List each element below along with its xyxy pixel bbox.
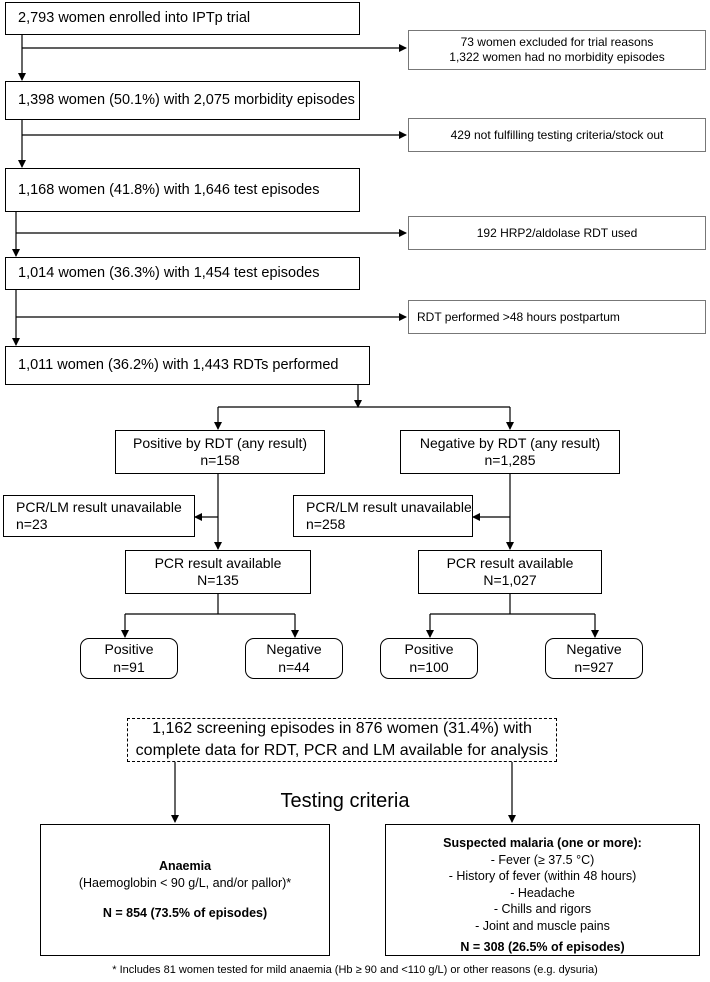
negative-pcr-n: N=1,027	[483, 572, 537, 588]
screening-box: 1,162 screening episodes in 876 women (3…	[127, 718, 557, 762]
positive-rdt-pcr-positive-title: Positive	[104, 641, 154, 657]
positive-pcr-box: PCR result available N=135	[125, 550, 311, 594]
positive-rdt-box: Positive by RDT (any result) n=158	[115, 430, 325, 474]
negative-rdt-title: Negative by RDT (any result)	[419, 434, 601, 451]
morbidity-text: 1,398 women (50.1%) with 2,075 morbidity…	[18, 92, 355, 109]
negative-unavailable-n: n=258	[306, 516, 346, 532]
positive-rdt-n: n=158	[200, 452, 240, 468]
malaria-box: Suspected malaria (one or more): - Fever…	[385, 824, 700, 956]
footnote: * Includes 81 women tested for mild anae…	[112, 964, 598, 976]
malaria-item-fever: - Fever (≥ 37.5 °C)	[490, 852, 595, 867]
test-episodes-box-1: 1,168 women (41.8%) with 1,646 test epis…	[5, 168, 360, 212]
positive-rdt-pcr-positive-box: Positive n=91	[80, 638, 178, 679]
morbidity-box: 1,398 women (50.1%) with 2,075 morbidity…	[5, 81, 360, 120]
not-fulfilling-text: 429 not fulfilling testing criteria/stoc…	[450, 127, 664, 142]
testing-criteria-heading: Testing criteria	[280, 790, 410, 812]
positive-unavailable-n: n=23	[16, 516, 48, 532]
test-episodes-box-2: 1,014 women (36.3%) with 1,454 test epis…	[5, 257, 360, 290]
positive-rdt-pcr-negative-n: n=44	[278, 658, 310, 675]
positive-rdt-pcr-negative-title: Negative	[266, 641, 322, 657]
screening-line-2: complete data for RDT, PCR and LM availa…	[135, 742, 549, 759]
negative-unavailable-box: PCR/LM result unavailable n=258	[293, 495, 473, 537]
enrolled-box: 2,793 women enrolled into IPTp trial	[5, 2, 360, 35]
negative-pcr-title: PCR result available	[446, 554, 574, 571]
negative-rdt-pcr-positive-n: n=100	[409, 658, 449, 675]
positive-unavailable-box: PCR/LM result unavailable n=23	[3, 495, 195, 537]
hrp2-box: 192 HRP2/aldolase RDT used	[408, 216, 706, 250]
postpartum-box: RDT performed >48 hours postpartum	[408, 300, 706, 334]
anaemia-n: N = 854 (73.5% of episodes)	[102, 906, 268, 921]
not-fulfilling-box: 429 not fulfilling testing criteria/stoc…	[408, 118, 706, 152]
positive-rdt-title: Positive by RDT (any result)	[132, 434, 307, 451]
negative-rdt-pcr-positive-box: Positive n=100	[380, 638, 478, 679]
negative-rdt-n: n=1,285	[484, 452, 536, 468]
excluded-text-2: 1,322 women had no morbidity episodes	[449, 50, 665, 64]
positive-rdt-pcr-negative-box: Negative n=44	[245, 638, 343, 679]
postpartum-text: RDT performed >48 hours postpartum	[417, 309, 620, 324]
malaria-item-chills: - Chills and rigors	[493, 902, 592, 916]
excluded-text-1: 73 women excluded for trial reasons	[460, 35, 654, 49]
excluded-box: 73 women excluded for trial reasons 1,32…	[408, 30, 706, 70]
anaemia-box: Anaemia (Haemoglobin < 90 g/L, and/or pa…	[40, 824, 330, 956]
positive-rdt-pcr-positive-n: n=91	[113, 658, 145, 675]
malaria-item-history: - History of fever (within 48 hours)	[448, 869, 637, 883]
rdts-box: 1,011 women (36.2%) with 1,443 RDTs perf…	[5, 346, 370, 385]
negative-rdt-pcr-positive-title: Positive	[404, 641, 454, 657]
positive-pcr-n: N=135	[197, 572, 239, 588]
malaria-item-pains: - Joint and muscle pains	[475, 918, 610, 933]
positive-pcr-title: PCR result available	[154, 554, 282, 571]
negative-rdt-pcr-negative-n: n=927	[574, 658, 614, 675]
rdts-text: 1,011 women (36.2%) with 1,443 RDTs perf…	[18, 357, 339, 374]
negative-rdt-box: Negative by RDT (any result) n=1,285	[400, 430, 620, 474]
negative-rdt-pcr-negative-title: Negative	[566, 641, 622, 657]
malaria-item-headache: - Headache	[510, 885, 575, 900]
enrolled-text: 2,793 women enrolled into IPTp trial	[18, 10, 251, 27]
test-episodes-text-2: 1,014 women (36.3%) with 1,454 test epis…	[18, 265, 320, 282]
anaemia-desc: (Haemoglobin < 90 g/L, and/or pallor)*	[78, 875, 292, 890]
negative-rdt-pcr-negative-box: Negative n=927	[545, 638, 643, 679]
malaria-title: Suspected malaria (one or more):	[443, 836, 642, 850]
anaemia-title: Anaemia	[158, 859, 212, 874]
screening-line-1: 1,162 screening episodes in 876 women (3…	[152, 720, 532, 738]
negative-unavailable-title: PCR/LM result unavailable	[306, 498, 472, 515]
negative-pcr-box: PCR result available N=1,027	[418, 550, 602, 594]
hrp2-text: 192 HRP2/aldolase RDT used	[476, 225, 638, 240]
positive-unavailable-title: PCR/LM result unavailable	[16, 498, 182, 515]
malaria-n: N = 308 (26.5% of episodes)	[460, 939, 625, 954]
test-episodes-text-1: 1,168 women (41.8%) with 1,646 test epis…	[18, 181, 320, 198]
